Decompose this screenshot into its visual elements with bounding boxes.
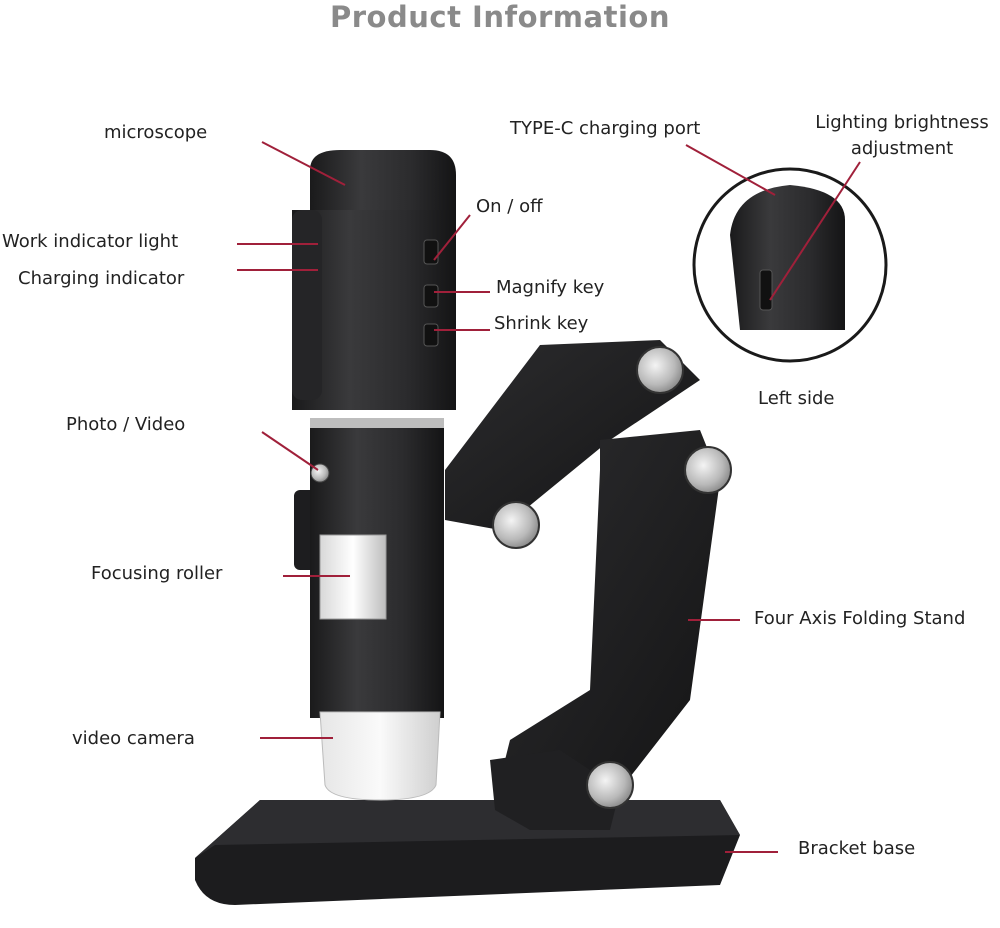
label-lighting-line2: adjustment — [850, 138, 954, 159]
label-type-c: TYPE-C charging port — [510, 118, 701, 139]
joint-top-right — [636, 346, 684, 394]
joint-bottom — [586, 761, 634, 809]
label-photo-video: Photo / Video — [66, 414, 186, 435]
label-charging-indicator: Charging indicator — [18, 268, 185, 289]
leader-lines — [237, 141, 861, 853]
folding-stand — [445, 340, 732, 830]
label-microscope: microscope — [104, 122, 208, 143]
joint-left — [492, 501, 540, 549]
label-work-indicator: Work indicator light — [2, 231, 179, 252]
label-focusing-roller: Focusing roller — [91, 563, 223, 584]
joint-mid-right — [684, 446, 732, 494]
label-magnify-key: Magnify key — [496, 277, 605, 298]
label-left-side: Left side — [758, 388, 835, 409]
label-folding-stand: Four Axis Folding Stand — [754, 608, 966, 629]
label-lighting-line1: Lighting brightness — [815, 112, 989, 133]
left-side-inset — [692, 167, 888, 363]
bracket-base — [195, 800, 740, 905]
label-on-off: On / off — [476, 196, 543, 217]
label-shrink-key: Shrink key — [494, 313, 589, 334]
label-video-camera: video camera — [72, 728, 195, 749]
page-title: Product Information — [330, 0, 670, 34]
label-bracket-base: Bracket base — [798, 838, 916, 859]
microscope-body — [292, 150, 456, 801]
